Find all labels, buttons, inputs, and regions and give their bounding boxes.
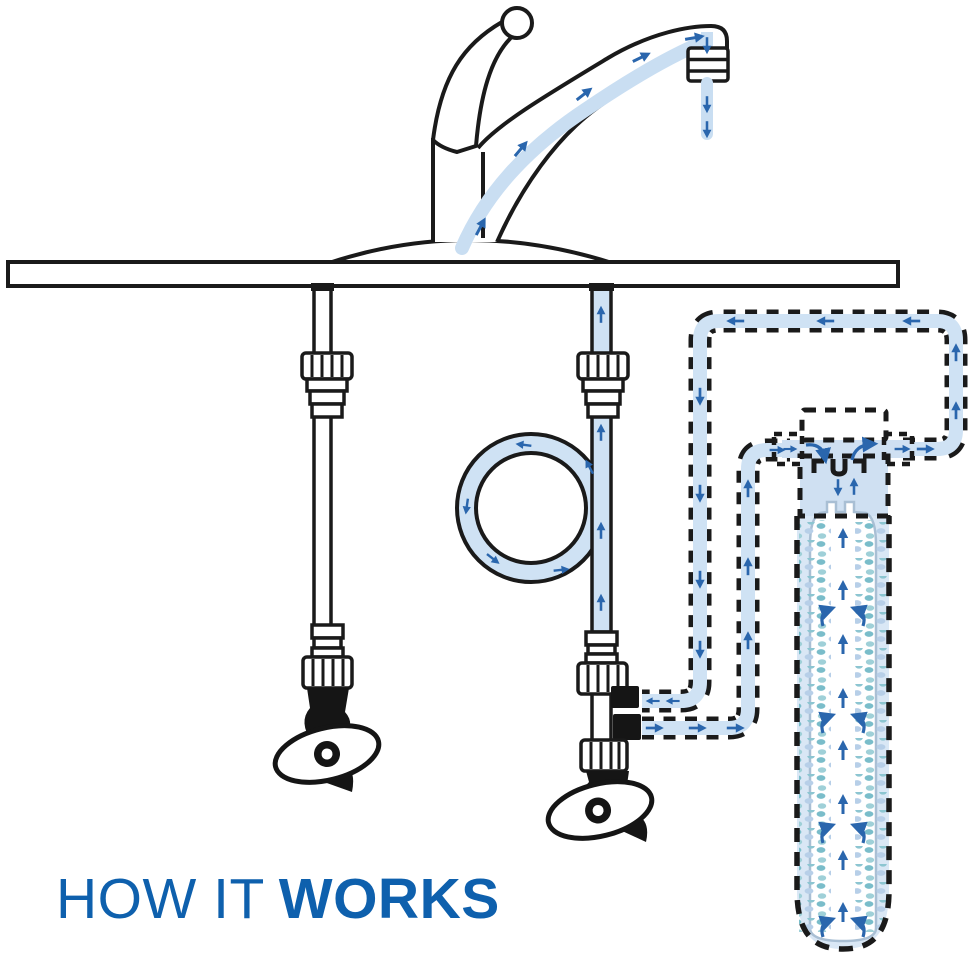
- valve-connector: [579, 738, 629, 773]
- counter-nipple: [589, 283, 614, 291]
- filter-mounting-bracket: [799, 407, 889, 443]
- filter-housing-outline: [794, 516, 892, 952]
- outbound-tube-to-filter: [642, 438, 790, 740]
- aerator: [686, 46, 730, 83]
- flow-curve-icon: [805, 443, 831, 465]
- hot-shutoff-valve: [272, 688, 382, 792]
- hot-supply-tube: [312, 284, 333, 630]
- cold-shutoff-valve: [545, 771, 655, 842]
- aerator-lines: [688, 57, 728, 73]
- faucet-water-band: [455, 35, 711, 255]
- flow-arrows: [460, 29, 963, 937]
- cold-supply-riser: [590, 284, 613, 634]
- tubing-coil: [455, 432, 607, 584]
- counter-nipple: [311, 283, 334, 291]
- countertop: [6, 260, 900, 288]
- flow-curve-icon: [850, 436, 879, 461]
- kitchen-faucet: [328, 6, 730, 265]
- handle-ball: [500, 6, 534, 40]
- t-adapter-port-upper: [611, 686, 639, 708]
- compression-fitting: [576, 351, 630, 419]
- title-bold: WORKS: [278, 867, 500, 931]
- faucet-handle: [431, 20, 517, 154]
- valve-connector: [301, 623, 354, 690]
- filter-head: [797, 453, 891, 519]
- supply-tube-below-t: [590, 690, 613, 746]
- cold-supply-assembly: [455, 283, 655, 842]
- filter-media-right: [855, 520, 887, 932]
- t-adapter-port-lower: [613, 714, 641, 740]
- t-adapter-connector: [576, 630, 641, 740]
- spout-upper-edge: [476, 24, 729, 150]
- hot-supply-assembly: [272, 283, 382, 792]
- filter-media-left: [799, 520, 831, 932]
- title-regular: HOW IT: [56, 867, 265, 931]
- compression-fitting: [300, 351, 354, 419]
